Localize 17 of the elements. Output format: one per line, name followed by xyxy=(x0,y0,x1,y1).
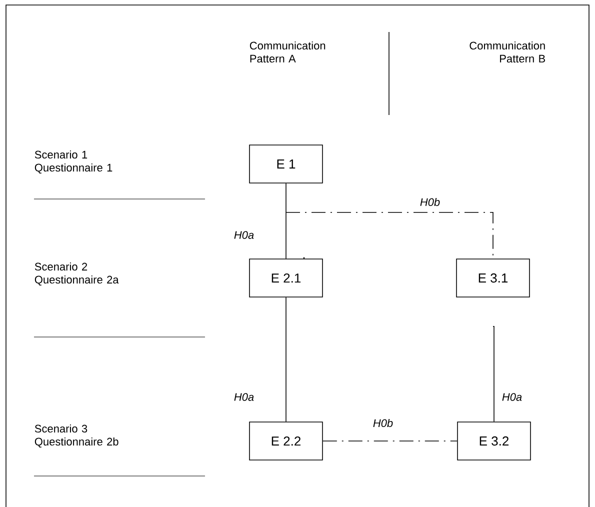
box: E 2.2 xyxy=(249,422,323,460)
edge-label: H0b xyxy=(418,196,442,208)
column-heading: Communication Pattern A xyxy=(250,41,326,63)
row-label: Scenario 1 Questionnaire 1 xyxy=(34,150,112,174)
edge-label: H0a xyxy=(232,230,256,240)
connector-line xyxy=(492,326,494,422)
row-label: Scenario 2 Questionnaire 2a xyxy=(34,262,119,286)
box: E 1 xyxy=(249,144,323,184)
edge-label: H0a xyxy=(500,392,524,402)
box: E 3.2 xyxy=(457,422,531,460)
edge-label: H0b xyxy=(372,418,394,428)
connector-line xyxy=(322,440,458,442)
box: E 3.1 xyxy=(456,258,530,298)
column-heading: Communication Pattern B xyxy=(470,41,546,63)
box: E 2.1 xyxy=(249,258,323,298)
edge-label: H0a xyxy=(232,392,256,402)
row-label: Scenario 3 Questionnaire 2b xyxy=(34,424,118,448)
